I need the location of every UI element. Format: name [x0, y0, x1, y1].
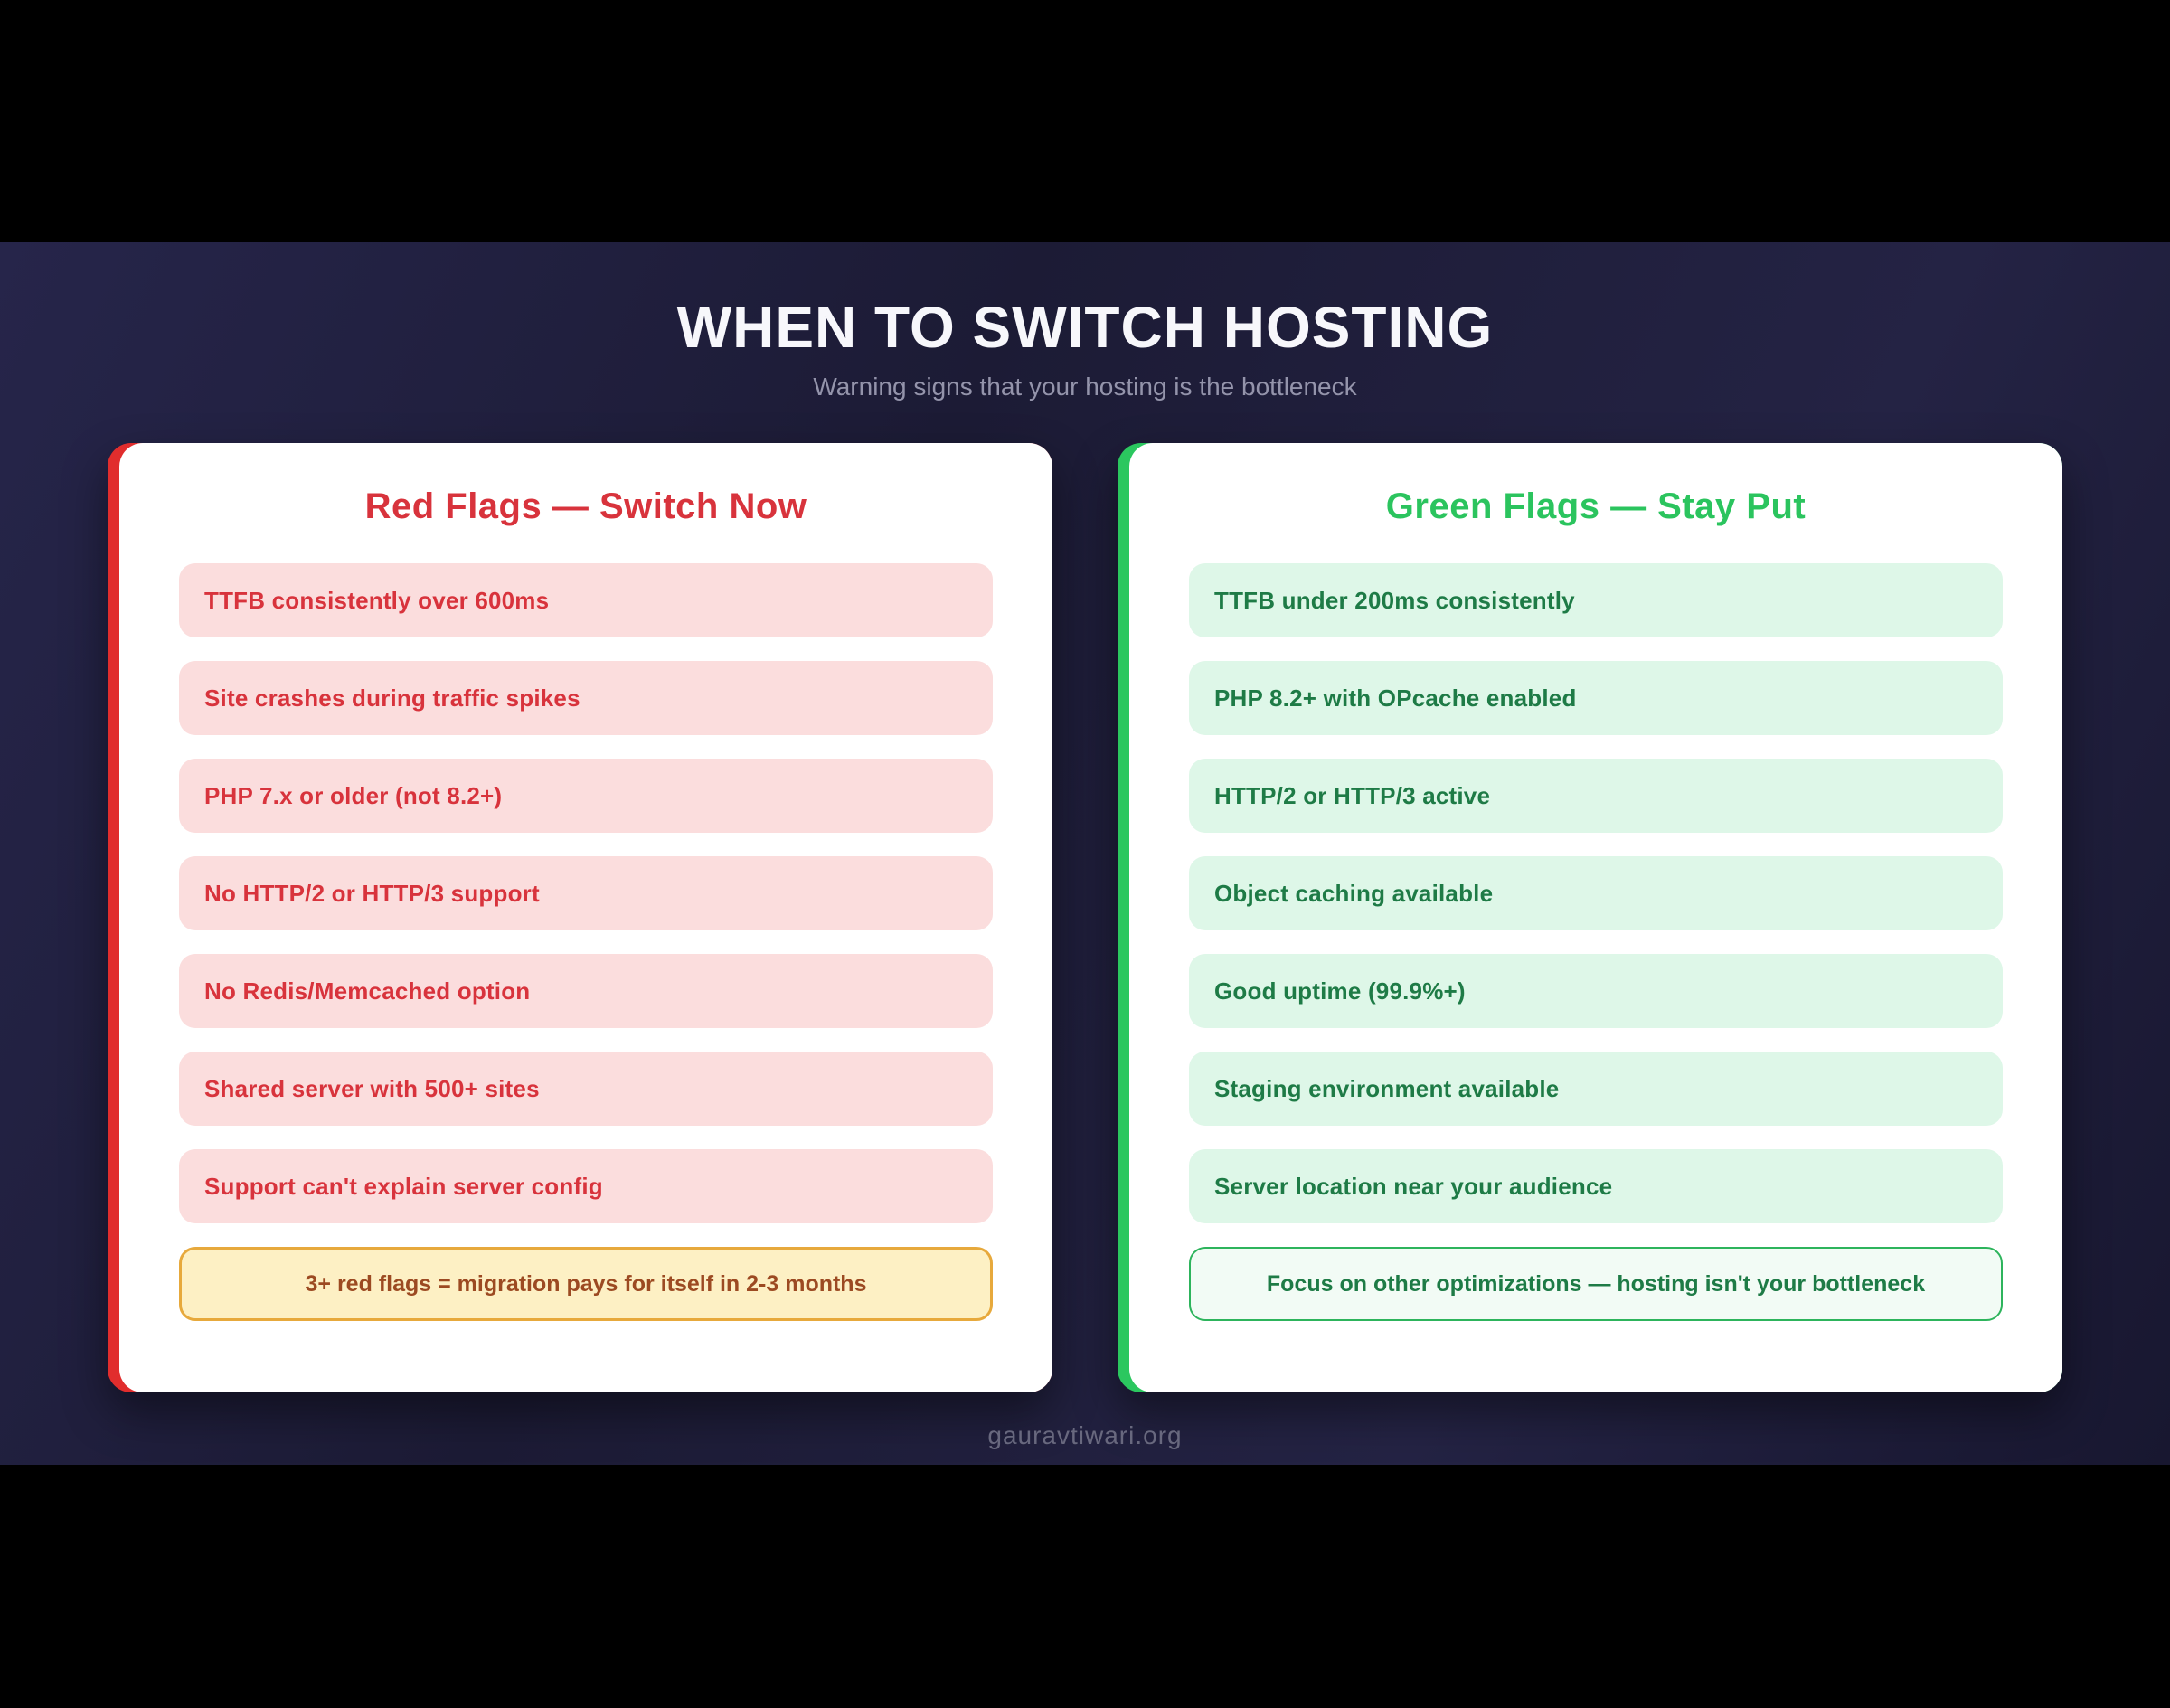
green-flags-summary-note: Focus on other optimizations — hosting i… — [1189, 1247, 2003, 1321]
red-flags-card: Red Flags — Switch Now TTFB consistently… — [108, 443, 1052, 1392]
red-flag-item: No HTTP/2 or HTTP/3 support — [179, 856, 993, 930]
letterbox-top — [0, 0, 2170, 242]
red-flags-summary-note: 3+ red flags = migration pays for itself… — [179, 1247, 993, 1321]
green-flag-item: HTTP/2 or HTTP/3 active — [1189, 759, 2003, 833]
red-flag-item: PHP 7.x or older (not 8.2+) — [179, 759, 993, 833]
cards-row: Red Flags — Switch Now TTFB consistently… — [0, 443, 2170, 1392]
footer-site-name: gauravtiwari.org — [987, 1421, 1183, 1449]
green-flag-item: TTFB under 200ms consistently — [1189, 563, 2003, 637]
green-flag-item: Good uptime (99.9%+) — [1189, 954, 2003, 1028]
letterbox-bottom — [0, 1465, 2170, 1708]
green-flag-item: Object caching available — [1189, 856, 2003, 930]
green-flags-card-body: Green Flags — Stay Put TTFB under 200ms … — [1129, 443, 2062, 1392]
red-flags-card-title: Red Flags — Switch Now — [364, 486, 807, 526]
green-flags-card-title: Green Flags — Stay Put — [1385, 486, 1807, 526]
green-flag-item: Server location near your audience — [1189, 1149, 2003, 1223]
red-flag-item: No Redis/Memcached option — [179, 954, 993, 1028]
page-header: WHEN TO SWITCH HOSTING Warning signs tha… — [0, 242, 2170, 401]
green-flags-card: Green Flags — Stay Put TTFB under 200ms … — [1118, 443, 2062, 1392]
page-title: WHEN TO SWITCH HOSTING — [676, 295, 1494, 360]
red-flag-item: Shared server with 500+ sites — [179, 1052, 993, 1126]
page-subtitle: Warning signs that your hosting is the b… — [813, 373, 1357, 401]
red-flag-item: Site crashes during traffic spikes — [179, 661, 993, 735]
red-flag-item: Support can't explain server config — [179, 1149, 993, 1223]
green-flag-item: Staging environment available — [1189, 1052, 2003, 1126]
green-flag-item: PHP 8.2+ with OPcache enabled — [1189, 661, 2003, 735]
red-flags-card-body: Red Flags — Switch Now TTFB consistently… — [119, 443, 1052, 1392]
content-stage: WHEN TO SWITCH HOSTING Warning signs tha… — [0, 242, 2170, 1465]
red-flag-item: TTFB consistently over 600ms — [179, 563, 993, 637]
